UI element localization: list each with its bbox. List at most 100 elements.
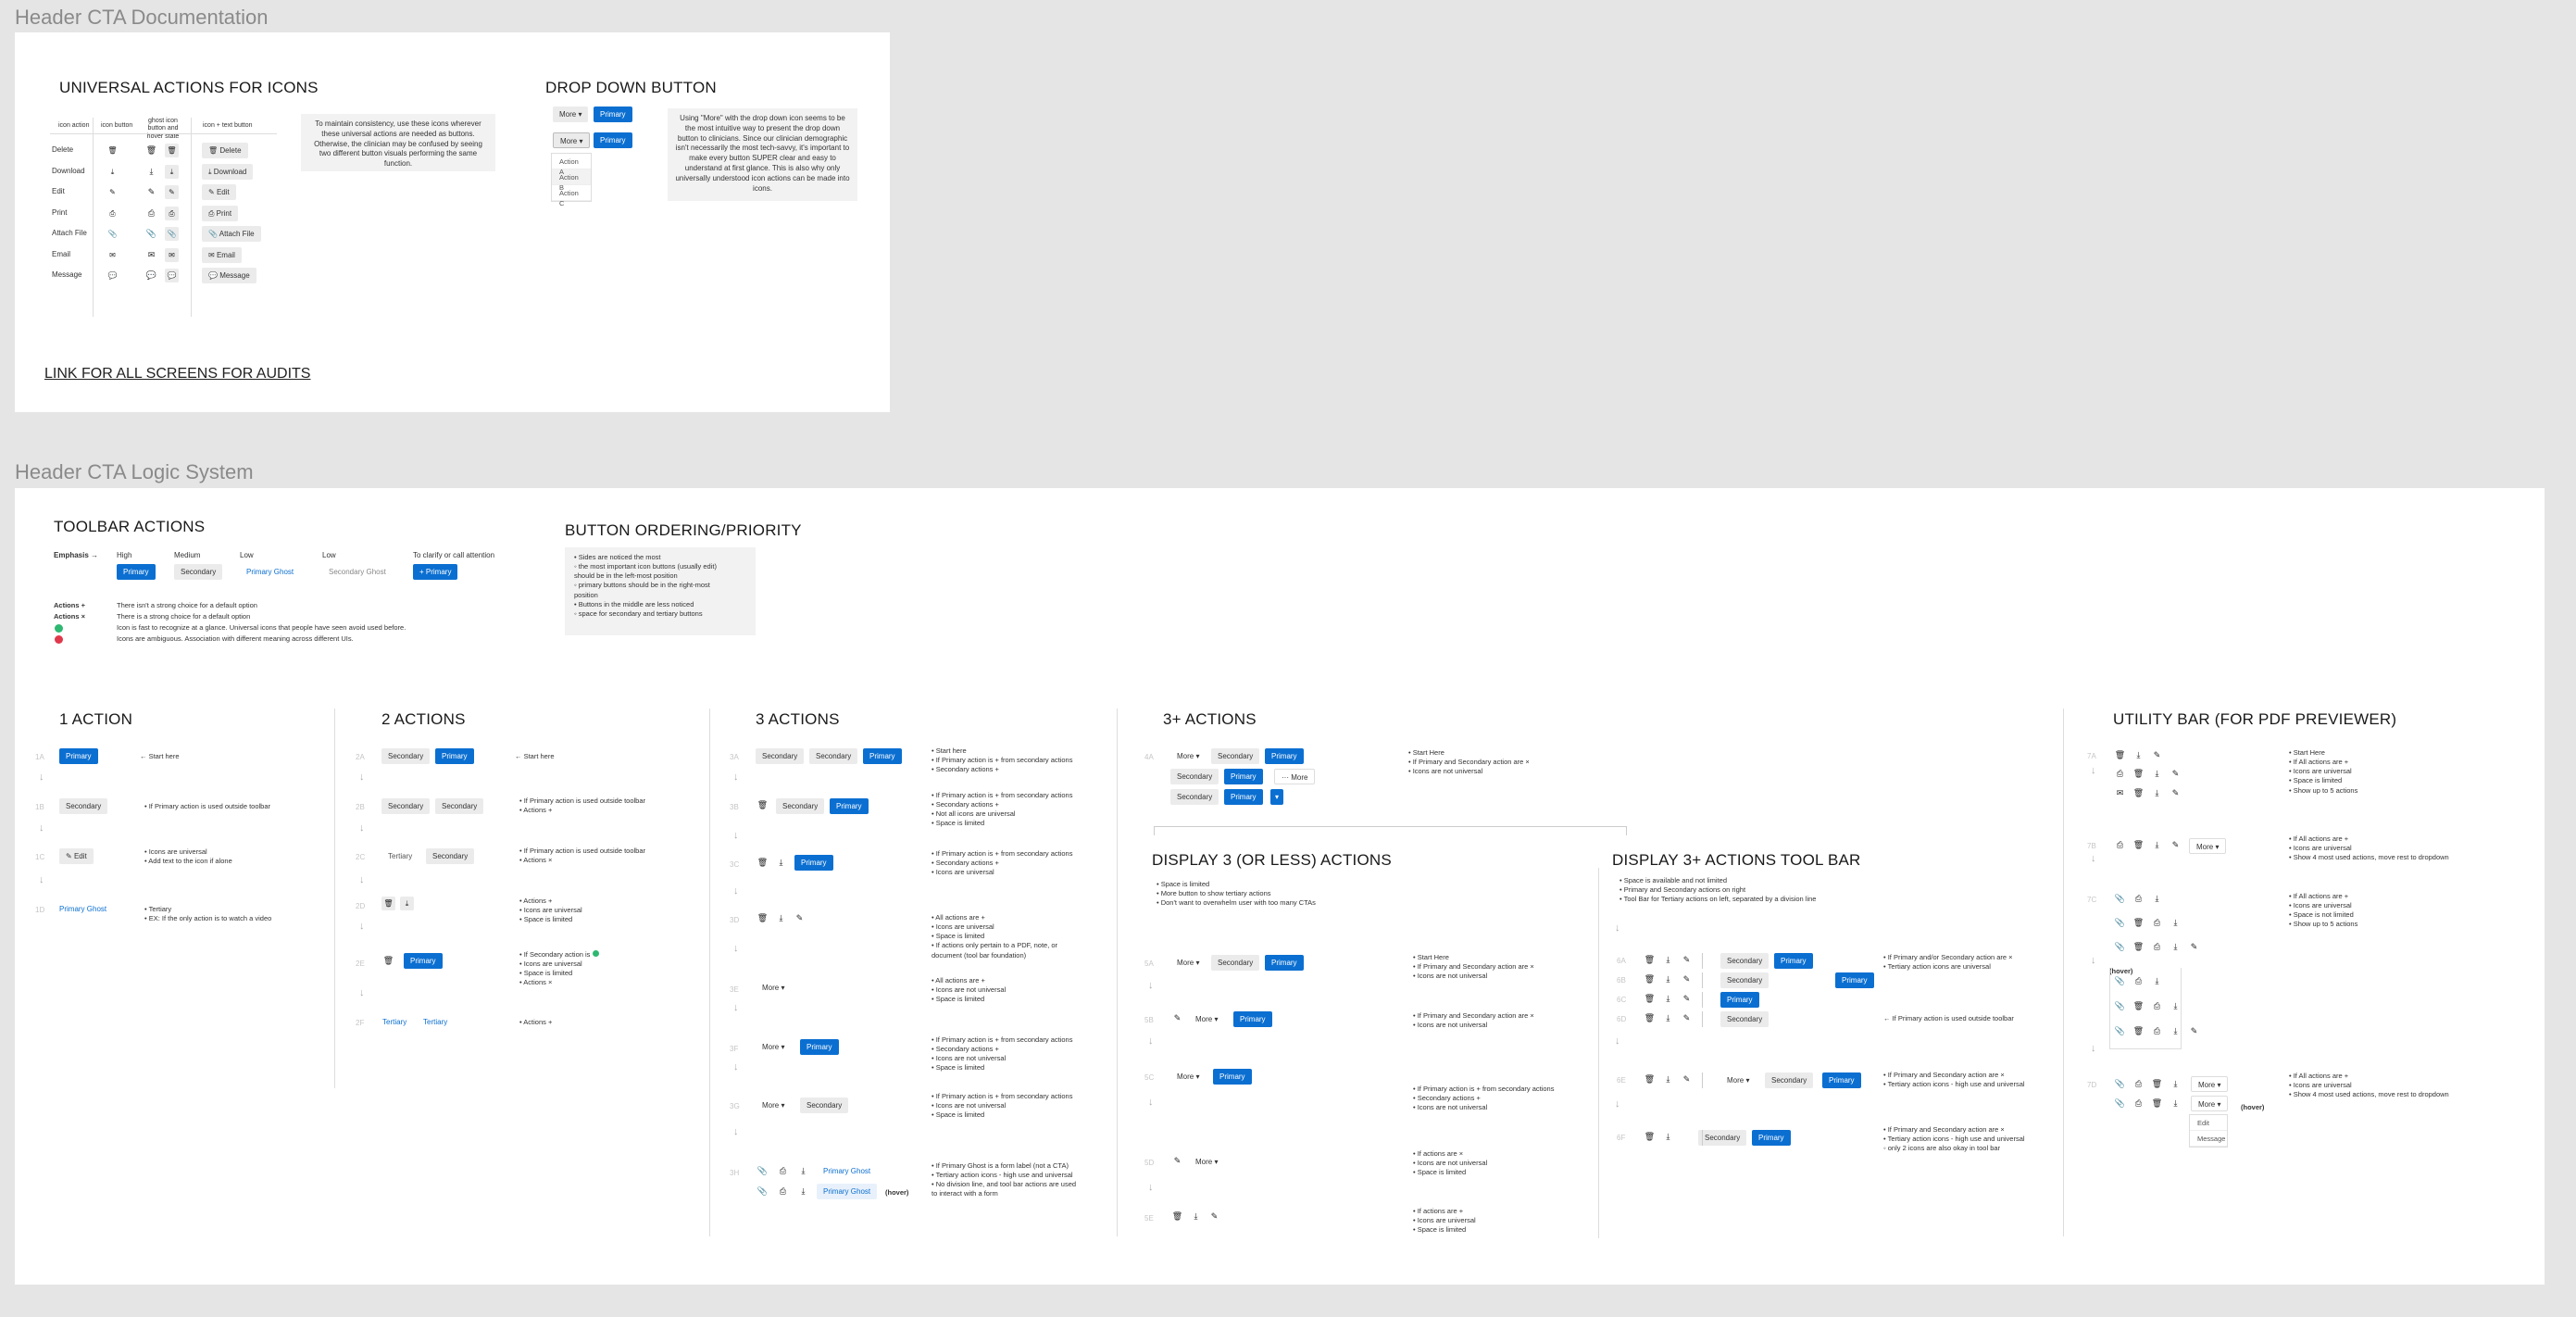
trash-icon[interactable]: 🗑	[2132, 769, 2145, 778]
pencil-icon[interactable]: ✎	[165, 185, 179, 199]
download-icon[interactable]: ⤓	[1194, 1211, 1198, 1221]
tertiary-button[interactable]: Tertiary	[423, 1018, 448, 1026]
download-icon[interactable]: ⤓	[149, 166, 154, 176]
secondary-button[interactable]: Secondary	[1211, 955, 1260, 971]
secondary-button[interactable]: Secondary	[381, 748, 431, 764]
trash-icon[interactable]: 🗑	[2151, 1098, 2163, 1108]
paperclip-icon[interactable]: 📎	[2114, 918, 2126, 927]
paperclip-icon[interactable]: 📎	[2114, 1098, 2126, 1108]
secondary-button[interactable]: Secondary	[426, 848, 475, 864]
printer-icon[interactable]: ⎙	[2116, 769, 2124, 778]
trash-icon[interactable]: 🗑	[757, 858, 769, 867]
edit-button[interactable]: ✎ Edit	[59, 848, 94, 864]
more-dropdown-button[interactable]: More ▾	[756, 1098, 792, 1113]
secondary-button[interactable]: Secondary	[1698, 1130, 1747, 1146]
primary-button[interactable]: Primary	[830, 798, 869, 814]
primary-button[interactable]: Primary	[594, 132, 632, 148]
trash-icon[interactable]: 🗑	[757, 800, 769, 809]
trash-icon[interactable]: 🗑	[1171, 1211, 1183, 1221]
more-dropdown-button-open[interactable]: More ▾	[553, 132, 591, 148]
printer-icon[interactable]: ⎙	[779, 1186, 787, 1196]
paperclip-icon[interactable]: 📎	[145, 229, 157, 238]
trash-icon[interactable]: 🗑	[165, 144, 179, 157]
dropdown-option-c[interactable]: Action C	[552, 185, 591, 207]
primary-button[interactable]: Primary	[1752, 1130, 1791, 1146]
primary-button[interactable]: Primary	[794, 855, 833, 871]
more-dropdown-button[interactable]: More ▾	[756, 1039, 792, 1055]
trash-icon[interactable]: 🗑	[757, 913, 769, 922]
primary-button[interactable]: Primary	[1224, 769, 1263, 784]
printer-icon[interactable]: ⎙	[2153, 942, 2161, 951]
secondary-button[interactable]: Secondary	[59, 798, 108, 814]
trash-icon[interactable]: 🗑	[2132, 1001, 2145, 1010]
download-icon[interactable]: ⤓	[2155, 769, 2159, 778]
trash-icon[interactable]: 🗑	[1644, 974, 1656, 984]
chat-button[interactable]: 💬 Message	[202, 268, 256, 283]
pencil-icon[interactable]: ✎	[1682, 994, 1691, 1003]
paperclip-icon[interactable]: 📎	[2114, 976, 2126, 985]
more-dropdown-button[interactable]: More ▾	[2191, 1076, 2229, 1092]
primary-ghost-button[interactable]: Primary Ghost	[246, 568, 294, 576]
secondary-button[interactable]: Secondary	[1720, 972, 1769, 988]
trash-icon[interactable]: 🗑	[2132, 942, 2145, 951]
pencil-icon[interactable]: ✎	[1682, 1074, 1691, 1084]
chat-icon[interactable]: 💬	[145, 270, 157, 280]
printer-icon[interactable]: ⎙	[147, 207, 156, 218]
pencil-button[interactable]: ✎ Edit	[202, 184, 236, 200]
trash-icon[interactable]: 🗑	[2132, 918, 2145, 927]
dropdown-option-b[interactable]: Action B	[552, 169, 591, 192]
primary-button[interactable]: Primary	[1774, 953, 1813, 969]
printer-icon[interactable]: ⎙	[2134, 1079, 2143, 1088]
pencil-icon[interactable]: ✎	[1682, 1013, 1691, 1022]
secondary-button[interactable]: Secondary	[1765, 1072, 1814, 1088]
menu-item-edit[interactable]: Edit	[2190, 1115, 2227, 1131]
download-icon[interactable]: ⤓	[779, 858, 783, 867]
download-icon[interactable]: ⤓	[801, 1186, 806, 1196]
trash-icon[interactable]: 🗑	[1644, 1132, 1656, 1141]
printer-icon[interactable]: ⎙	[2153, 1001, 2161, 1010]
download-icon[interactable]: ⤓	[801, 1166, 806, 1175]
download-icon[interactable]: ⤓	[165, 164, 179, 179]
paperclip-icon[interactable]: 📎	[165, 227, 179, 241]
download-icon[interactable]: ⤓	[2173, 1001, 2178, 1010]
secondary-button[interactable]: Secondary	[435, 798, 484, 814]
primary-button[interactable]: Primary	[1265, 955, 1304, 971]
trash-icon[interactable]: 🗑	[1644, 1013, 1656, 1022]
primary-button[interactable]: Primary	[1822, 1072, 1861, 1088]
secondary-button[interactable]: Secondary	[1170, 769, 1219, 784]
dropdown-option-a[interactable]: Action A	[552, 154, 591, 176]
secondary-button[interactable]: Secondary	[800, 1098, 849, 1113]
download-icon[interactable]: ⤓	[2155, 976, 2159, 985]
printer-icon[interactable]: ⎙	[779, 1166, 787, 1175]
primary-ghost-button[interactable]: Primary Ghost	[823, 1167, 871, 1175]
download-icon[interactable]: ⤓	[1666, 1013, 1670, 1022]
secondary-button[interactable]: Secondary	[756, 748, 805, 764]
pencil-icon[interactable]: ✎	[795, 913, 804, 922]
secondary-button[interactable]: Secondary	[1720, 953, 1769, 969]
trash-icon[interactable]: 🗑	[382, 956, 394, 965]
envelope-icon[interactable]: ✉	[165, 247, 179, 262]
paperclip-button[interactable]: 📎 Attach File	[202, 226, 261, 242]
printer-icon[interactable]: ⎙	[2153, 918, 2161, 927]
trash-icon[interactable]: 🗑	[1644, 955, 1656, 964]
chat-icon[interactable]: 💬	[165, 269, 179, 282]
trash-icon[interactable]: 🗑	[1644, 994, 1656, 1003]
paperclip-icon[interactable]: 📎	[2114, 1001, 2126, 1010]
trash-icon[interactable]: 🗑	[2114, 750, 2126, 759]
trash-icon[interactable]: 🗑	[381, 897, 395, 910]
trash-icon[interactable]: 🗑	[2132, 1026, 2145, 1035]
printer-icon[interactable]: ⎙	[165, 206, 179, 220]
download-icon[interactable]: ⤓	[2173, 918, 2178, 927]
download-icon[interactable]: ⤓	[400, 897, 414, 910]
more-dropdown-button-open[interactable]: More ▾	[2191, 1096, 2229, 1111]
paperclip-icon[interactable]: 📎	[2114, 942, 2126, 951]
secondary-button[interactable]: Secondary	[381, 798, 431, 814]
pencil-icon[interactable]: ✎	[2171, 769, 2180, 778]
more-dropdown-button[interactable]: More ▾	[1189, 1154, 1225, 1170]
envelope-icon[interactable]: ✉	[2116, 788, 2124, 797]
pencil-icon[interactable]: ✎	[2190, 1026, 2198, 1035]
printer-icon[interactable]: ⎙	[2116, 840, 2124, 849]
trash-icon[interactable]: 🗑	[145, 145, 157, 155]
more-dropdown-button[interactable]: More ▾	[553, 107, 589, 122]
download-icon[interactable]: ⤓	[779, 913, 783, 922]
